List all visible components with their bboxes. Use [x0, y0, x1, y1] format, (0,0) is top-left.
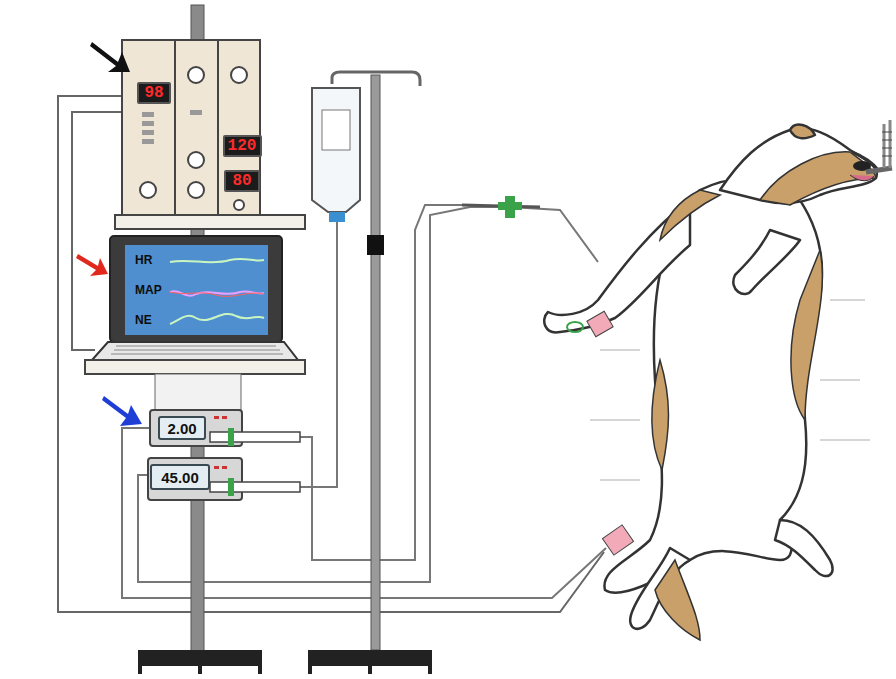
- monitor-display: 120: [223, 135, 262, 157]
- pump-display: 2.00: [158, 416, 206, 440]
- pump-display: 45.00: [150, 464, 210, 490]
- laptop-screen: HR MAP NE: [125, 245, 168, 335]
- node-text: 45.00: [161, 469, 199, 486]
- node-text: HR: [135, 253, 152, 267]
- node-text: 80: [232, 172, 251, 190]
- monitor-display: 98: [137, 82, 171, 104]
- node-text: 98: [144, 84, 163, 102]
- monitor-display: 80: [224, 170, 260, 192]
- node-text: MAP: [135, 283, 162, 297]
- node-text: 120: [228, 137, 257, 155]
- node-text: NE: [135, 313, 152, 327]
- node-text: 2.00: [167, 420, 196, 437]
